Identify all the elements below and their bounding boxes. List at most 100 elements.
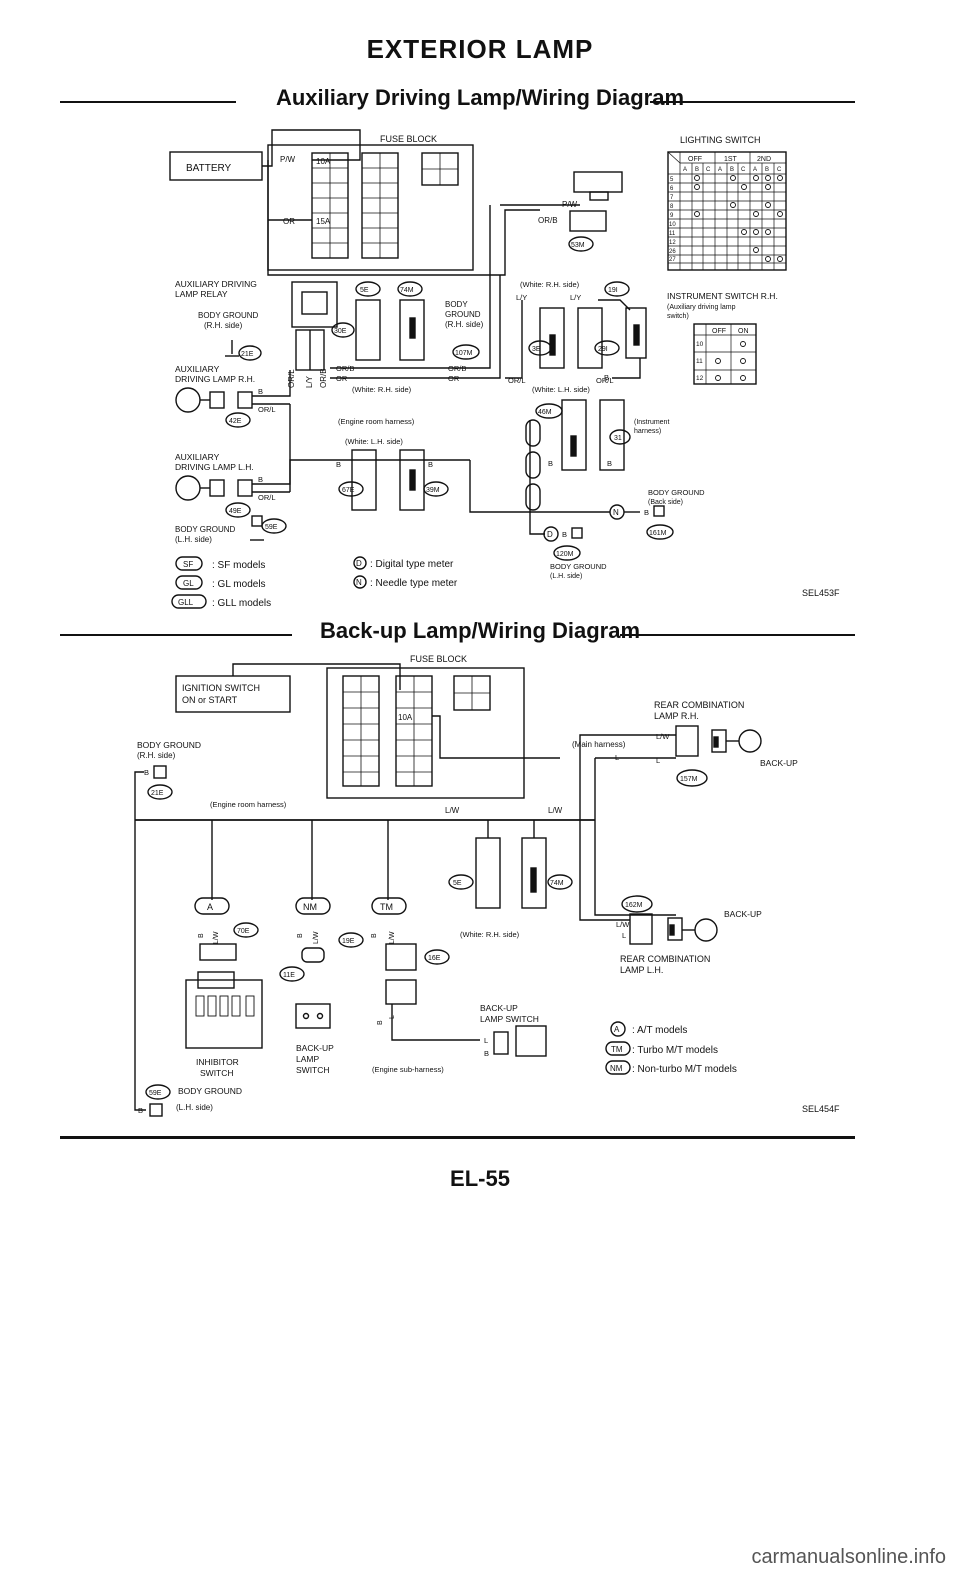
backup-connector-16e: 16E xyxy=(428,955,441,962)
wire-or-label: OR xyxy=(283,217,295,226)
inst-harness-l1: (Instrument xyxy=(634,419,669,426)
svg-text:TM: TM xyxy=(611,1045,623,1054)
ls-row-numbers: 5 6 7 8 9 10 11 12 26 27 xyxy=(669,177,676,263)
inst-row-12: 12 xyxy=(696,375,704,382)
inst-row-11: 11 xyxy=(696,358,703,365)
harness-connector-46m xyxy=(561,399,587,471)
inst-switch-l3: switch) xyxy=(667,313,689,320)
rear-rh-l1: REAR COMBINATION xyxy=(654,700,744,710)
backup-fuse-grid xyxy=(343,676,490,786)
backup-connector-74m-shape xyxy=(547,874,573,890)
harness-connector-29i xyxy=(577,307,603,369)
tag-nm: NM xyxy=(303,902,317,912)
fuse-15a: 15A xyxy=(316,217,331,226)
inst-switch-table xyxy=(693,323,757,385)
ignition-switch-box xyxy=(175,675,291,713)
tm-plug xyxy=(493,1031,509,1055)
svg-text:7: 7 xyxy=(670,195,674,201)
ls-2nd: 2ND xyxy=(757,156,771,163)
backup-connector-5e-shape xyxy=(448,874,474,890)
harness-connector-3e xyxy=(539,307,565,369)
backup-connector-70e-shape xyxy=(233,922,259,938)
fuse-10a: 10A xyxy=(316,157,331,166)
nm-wire-b: B xyxy=(297,933,304,938)
body-ground-rh-2: (R.H. side) xyxy=(204,321,243,330)
inst-on: ON xyxy=(738,328,749,335)
lamp-rh-connector-2 xyxy=(237,391,253,409)
connector-120m: 120M xyxy=(556,551,574,558)
wire-pw-label: P/W xyxy=(280,155,296,164)
connector-67e: 67E xyxy=(342,487,355,494)
svg-text:GL: GL xyxy=(183,579,194,588)
aux-wire-ly-1: L/Y xyxy=(516,293,527,302)
rear-lh-connector xyxy=(629,913,653,945)
rear-rh-backup: BACK-UP xyxy=(760,758,798,768)
relay-wire-orl: OR/L xyxy=(287,369,296,388)
aux-white-rh-2: (White: R.H. side) xyxy=(520,280,580,289)
connector-30e-shape xyxy=(331,322,355,338)
ls-contact-dots xyxy=(694,175,783,262)
svg-text:B: B xyxy=(695,167,699,173)
harness-connector-39m xyxy=(399,449,425,511)
lighting-connector-2 xyxy=(569,210,607,232)
terminal-46m xyxy=(570,435,577,457)
backup-connector-162m: 162M xyxy=(625,902,643,909)
svg-text:SF: SF xyxy=(183,560,193,569)
ls-sub-headers: A B C A B C A B C xyxy=(683,167,782,173)
inhibitor-contacts xyxy=(195,995,255,1017)
svg-text:12: 12 xyxy=(669,240,676,246)
ignition-l2: ON or START xyxy=(182,695,238,705)
svg-text:: Non-turbo M/T models: : Non-turbo M/T models xyxy=(632,1064,737,1075)
connector-42e-shape xyxy=(225,412,251,428)
terminal-74m xyxy=(409,317,416,339)
wire-d-ground xyxy=(529,512,545,535)
backup-terminal-74m xyxy=(530,867,537,893)
backup-harness-5e xyxy=(475,837,501,909)
connector-21e-shape xyxy=(238,345,262,361)
backup-diagram: IGNITION SWITCH ON or START FUSE BLOCK 1… xyxy=(134,654,840,1117)
tm-wire-b: B xyxy=(371,933,378,938)
lamp-lh-wire-b xyxy=(252,404,291,485)
nm-connector xyxy=(301,947,325,963)
nm-switch-l2: LAMP xyxy=(296,1054,319,1064)
aux-body-ground-lh-2: (L.H. side) xyxy=(175,535,212,544)
connector-74m-shape xyxy=(397,281,423,297)
aux-diagram: BATTERY FUSE BLOCK 10A 15A P/W OR LIGHTI… xyxy=(169,129,840,609)
wire-ignition xyxy=(232,663,401,690)
svg-text:: A/T models: : A/T models xyxy=(632,1025,687,1036)
connector-29i-shape xyxy=(594,340,620,356)
wire-rh-lh-l xyxy=(594,758,676,916)
backup-connector-157m: 157M xyxy=(680,776,698,783)
watermark: carmanualsonline.info xyxy=(751,1546,946,1568)
inst-harness-l2: harness) xyxy=(634,428,661,435)
inst-switch-l2: (Auxiliary driving lamp xyxy=(667,304,736,311)
aux-lamp-lh-l2: DRIVING LAMP L.H. xyxy=(175,462,254,472)
connector-30e: 30E xyxy=(334,328,347,335)
inhibitor-l2: SWITCH xyxy=(200,1068,234,1078)
rear-lh-l1: REAR COMBINATION xyxy=(620,954,710,964)
tm-wire-b-2: B xyxy=(377,1020,384,1025)
rear-lh-terminal xyxy=(669,924,675,936)
wire-or-to-lighting xyxy=(267,209,540,276)
svg-text:11: 11 xyxy=(669,231,676,237)
nm-contact-1 xyxy=(302,1012,310,1020)
wire-ly-right xyxy=(598,299,631,311)
backup-wire-l-3: L xyxy=(622,931,626,940)
lamp-rh-b: B xyxy=(258,387,263,396)
nm-switch xyxy=(295,1003,331,1029)
backup-connector-74m: 74M xyxy=(550,880,564,887)
lamp-lh-connector-2 xyxy=(237,479,253,497)
tm-wire-lw: L/W xyxy=(389,931,396,944)
tm-wire-l-2: L xyxy=(484,1036,488,1045)
aux-white-lh: (White: L.H. side) xyxy=(345,437,403,446)
wire-battery-feed xyxy=(262,129,361,167)
svg-text:: Digital type meter: : Digital type meter xyxy=(370,559,454,570)
backup-connector-157m-shape xyxy=(676,769,708,787)
connector-59e-shape xyxy=(261,518,287,534)
nm-switch-l3: SWITCH xyxy=(296,1065,330,1075)
inst-row-10: 10 xyxy=(696,341,704,348)
svg-text:A: A xyxy=(718,167,722,173)
connector-107m: 107M xyxy=(455,350,473,357)
body-ground-2-l1: BODY xyxy=(445,300,468,309)
connector-161m: 161M xyxy=(649,530,667,537)
